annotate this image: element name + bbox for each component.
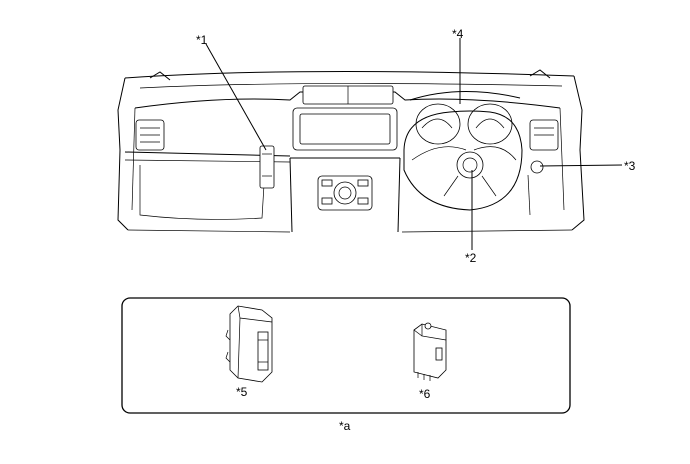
leader-line-1 — [205, 43, 267, 151]
inset-frame — [121, 297, 571, 414]
callout-1-label: *1 — [196, 33, 208, 47]
callout-2-label: *2 — [465, 251, 477, 265]
callout-a-label: *a — [339, 419, 351, 433]
callout-4-label: *4 — [452, 27, 464, 41]
callout-3-label: *3 — [624, 159, 636, 173]
callout-6-label: *6 — [419, 387, 431, 401]
leader-lines — [205, 38, 623, 250]
component-6-module — [413, 322, 447, 381]
dashboard-illustration — [117, 69, 585, 233]
leader-line-3 — [539, 164, 623, 167]
component-5-module — [225, 305, 273, 383]
callout-5-label: *5 — [236, 385, 248, 399]
